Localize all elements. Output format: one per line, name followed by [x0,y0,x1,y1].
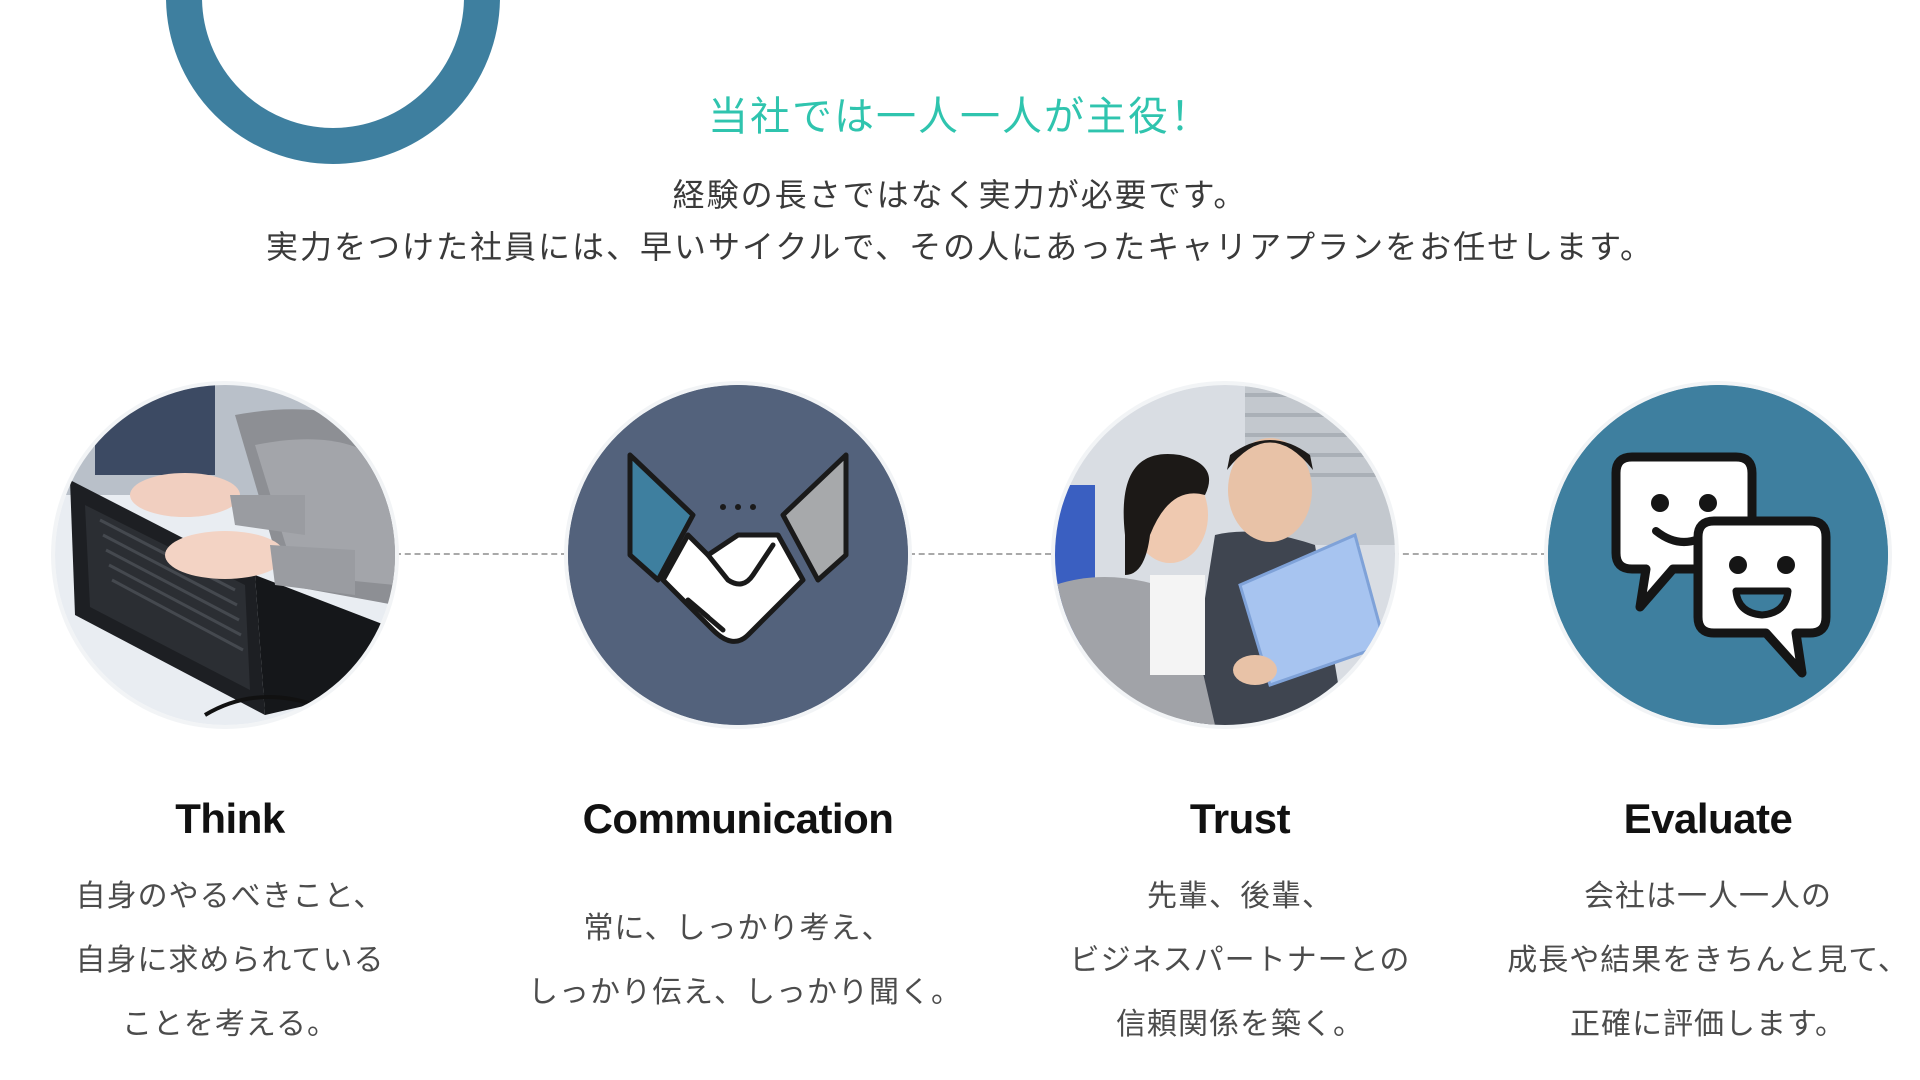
value-description-line: 自身のやるべきこと、 [75,879,385,914]
values-row: Think 自身のやるべきこと、 自身に求められている ことを考える。 Comm… [0,385,1920,1080]
value-description: 先輩、後輩、 ビジネスパートナーとの 信頼関係を築く。 [1030,865,1450,1057]
intro-line-1: 経験の長さではなく実力が必要です。 [672,176,1248,214]
intro-line-2: 実力をつけた社員には、早いサイクルで、その人にあったキャリアプランをお任せします… [266,228,1654,266]
value-description-line: ビジネスパートナーとの [1069,943,1411,978]
value-title: Communication [582,795,894,842]
value-description-line: 常に、しっかり考え、 [583,911,893,946]
section-heading: 当社では一人一人が主役！ [708,94,1212,140]
value-description: 自身のやるべきこと、 自身に求められている ことを考える。 [20,865,440,1057]
value-description-line: 信頼関係を築く。 [1116,1007,1364,1042]
dashed-connector [909,553,1051,555]
value-description-line: 成長や結果をきちんと見て、 [1507,943,1909,978]
dashed-connector [1393,553,1547,555]
value-description-line: ことを考える。 [121,1007,339,1042]
value-title: Evaluate [1623,795,1793,842]
colleagues-meeting-photo [1055,385,1395,725]
value-description-line: 正確に評価します。 [1570,1007,1846,1042]
laptop-typing-photo [55,385,395,725]
dashed-connector [395,553,567,555]
chat-bubbles-icon [1548,385,1888,725]
value-description-line: 先輩、後輩、 [1147,879,1333,914]
value-title: Think [175,795,285,842]
handshake-icon [568,385,908,725]
value-description-line: しっかり伝え、しっかり聞く。 [528,975,962,1010]
value-description-line: 自身に求められている [75,943,385,978]
value-description-line: 会社は一人一人の [1584,879,1832,914]
value-description: 会社は一人一人の 成長や結果をきちんと見て、 正確に評価します。 [1498,865,1918,1057]
value-description: 常に、しっかり考え、 しっかり伝え、しっかり聞く。 [528,897,962,1025]
value-title: Trust [1189,795,1291,842]
